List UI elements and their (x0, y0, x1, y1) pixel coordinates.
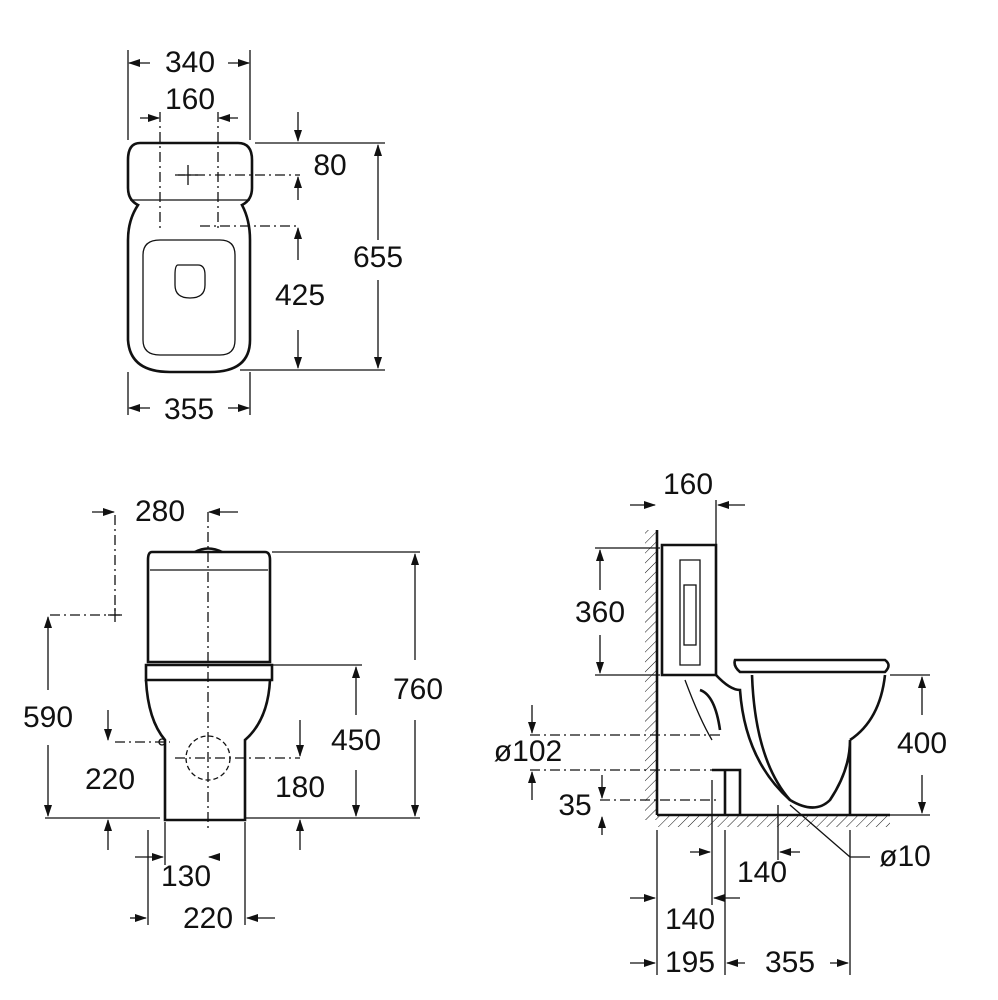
dim-fixing-to-front: 425 (274, 279, 326, 312)
side-view (528, 500, 930, 975)
dim-fixing-from-outlet: 140 (736, 856, 788, 889)
front-view (44, 508, 420, 925)
dim-bowl-height: 450 (330, 724, 382, 757)
dim-seat-height: 400 (896, 727, 948, 760)
dim-water-inlet-height: 590 (22, 701, 74, 734)
dim-bowl-width: 355 (163, 393, 215, 426)
dim-fixing-spacing: 160 (164, 83, 216, 116)
dim-wall-to-foot: 195 (664, 946, 716, 979)
dim-overall-height: 760 (392, 673, 444, 706)
dim-outlet-center: 180 (274, 771, 326, 804)
dim-outlet-from-wall: 140 (664, 903, 716, 936)
dim-fixing-diameter: ø10 (879, 840, 931, 873)
dim-base-width: 130 (160, 860, 212, 893)
dim-water-inlet-offset: 280 (134, 495, 186, 528)
dim-fixing-offset: 80 (313, 149, 347, 182)
dim-foot-length: 355 (764, 946, 816, 979)
top-view (126, 50, 385, 415)
dim-outlet-floor: 35 (558, 789, 592, 822)
dim-outlet-height: 220 (84, 763, 136, 796)
dim-tank-depth: 160 (662, 468, 714, 501)
dim-overall-width: 340 (164, 46, 216, 79)
dim-foot-width: 220 (182, 902, 234, 935)
dim-overall-length: 655 (352, 241, 404, 274)
dim-outlet-diameter: ø102 (493, 735, 563, 768)
dim-tank-height: 360 (574, 596, 626, 629)
